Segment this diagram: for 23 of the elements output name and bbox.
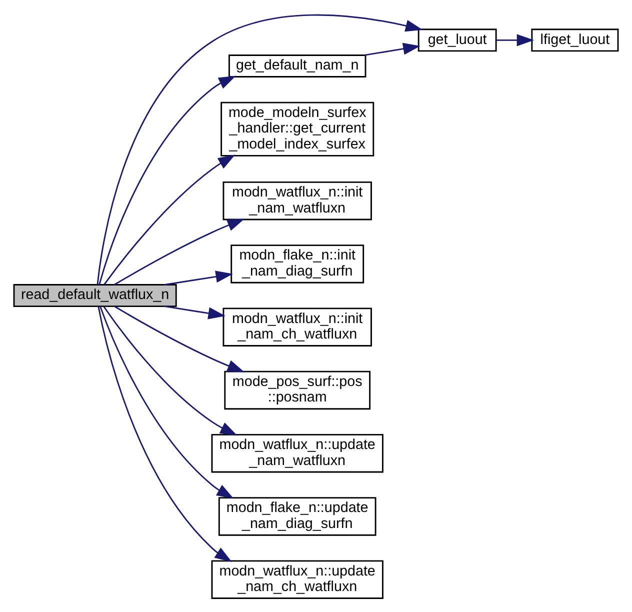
node-box: modn_watflux_n::update _nam_watfluxn <box>211 433 384 472</box>
arrow <box>114 218 245 285</box>
arrow <box>100 306 234 498</box>
node-box: mode_modeln_surfex _handler::get_current _model_index_surfex <box>220 101 374 156</box>
node-box: read_default_watflux_n <box>13 284 177 307</box>
node-box: modn_flake_n::update _nam_diag_surfn <box>218 496 376 536</box>
arrow <box>98 75 236 284</box>
arrow <box>164 305 226 319</box>
node-box: modn_watflux_n::init _nam_watfluxn <box>222 180 372 220</box>
node-box: get_default_nam_n <box>228 54 366 77</box>
node-box: lfiget_luout <box>531 28 619 52</box>
arrow <box>103 306 238 436</box>
node-box: modn_watflux_n::init _nam_ch_watfluxn <box>222 307 372 346</box>
node-box: get_luout <box>418 28 497 52</box>
arrow <box>98 306 232 562</box>
arrow <box>496 34 534 46</box>
node-box: mode_pos_surf::pos ::posnam <box>224 370 371 410</box>
arrow <box>364 42 420 56</box>
node-box: modn_flake_n::init _nam_diag_surfn <box>230 244 364 283</box>
arrow <box>104 154 236 284</box>
node-box: modn_watflux_n::update _nam_ch_watfluxn <box>211 560 384 598</box>
arrow <box>114 305 245 372</box>
arrow <box>164 270 233 285</box>
